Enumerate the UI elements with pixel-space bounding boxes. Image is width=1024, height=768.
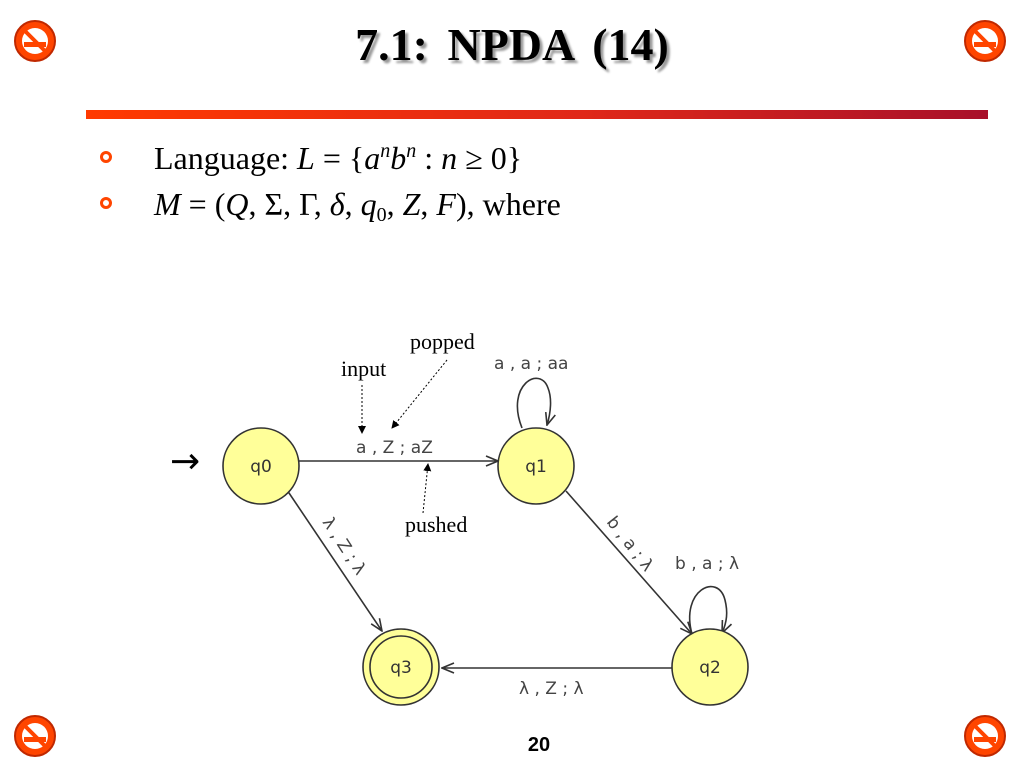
svg-text:q3: q3 <box>390 658 412 678</box>
state-q3-final: q3 <box>362 628 440 706</box>
loop-q1 <box>516 377 550 429</box>
state-q2: q2 <box>671 628 749 706</box>
bullet-marker <box>100 151 112 163</box>
bullet-text: Language: L = {anbn : n ≥ 0} <box>154 140 523 176</box>
label-q1-q2: b , a ; λ <box>602 513 657 576</box>
no-smoking-icon <box>962 18 1008 64</box>
label-loop-q1: a , a ; aa <box>494 354 568 374</box>
popped-pointer <box>391 359 448 429</box>
annotation-popped: popped <box>410 329 475 354</box>
annotation-input: input <box>341 356 386 381</box>
state-q1: q1 <box>497 427 575 505</box>
state-q0: q0 <box>222 427 300 505</box>
slide-title: 7.1: NPDA (14) <box>355 19 669 70</box>
bullet-text: M = (Q, Σ, Γ, δ, q0, Z, F), where <box>154 186 561 226</box>
title-divider <box>86 110 988 119</box>
svg-text:q1: q1 <box>525 457 547 477</box>
page-number: 20 <box>527 734 551 756</box>
no-smoking-icon <box>12 713 58 759</box>
svg-text:q0: q0 <box>250 457 272 477</box>
svg-text:q2: q2 <box>699 658 721 678</box>
label-q2-q3: λ , Z ; λ <box>519 679 584 699</box>
edge-q1-q2 <box>565 490 692 634</box>
label-q0-q1: a , Z ; aZ <box>356 438 433 458</box>
pushed-pointer <box>422 463 432 514</box>
edge-q0-q3 <box>286 489 382 631</box>
bullet-marker <box>100 197 112 209</box>
no-smoking-icon <box>12 18 58 64</box>
annotation-pushed: pushed <box>405 512 467 537</box>
start-arrow: → <box>170 441 200 482</box>
label-loop-q2: b , a ; λ <box>675 554 739 574</box>
no-smoking-icon <box>962 713 1008 759</box>
loop-q2 <box>689 585 727 634</box>
